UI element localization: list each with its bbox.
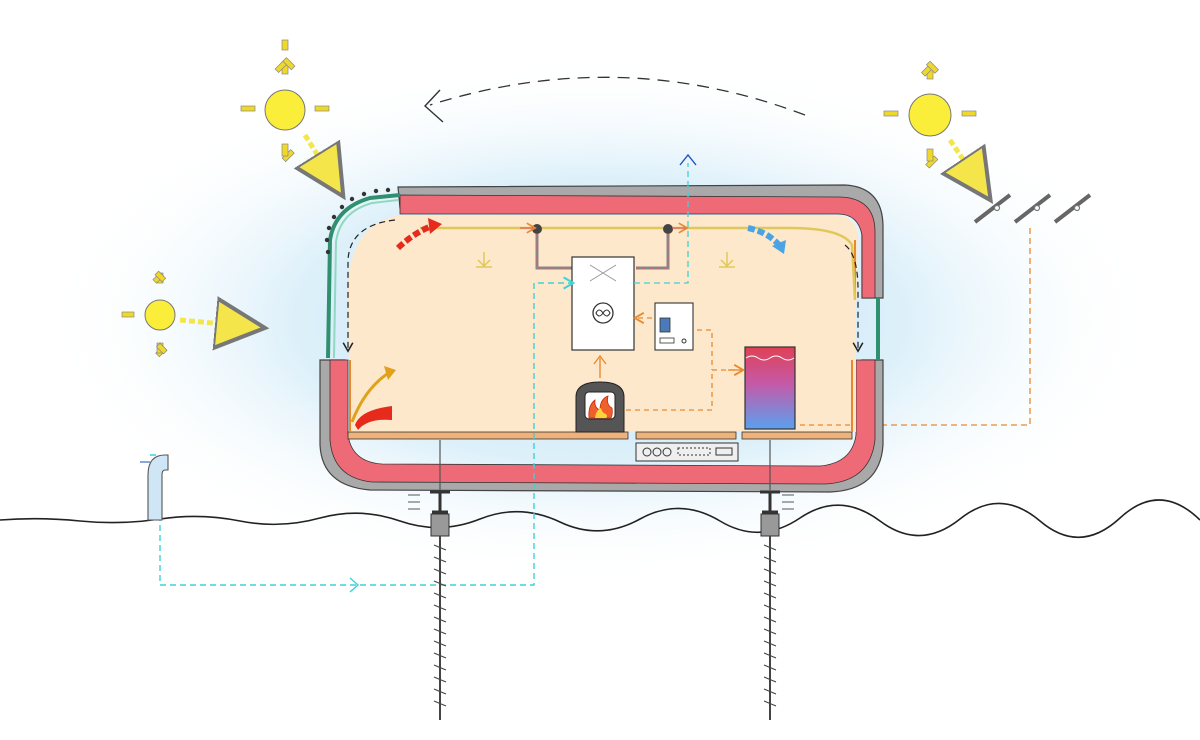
boiler-icon bbox=[655, 303, 693, 350]
water-tank bbox=[745, 347, 795, 429]
floor-board-mid bbox=[636, 432, 736, 439]
fan-icon bbox=[593, 303, 613, 323]
control-panel bbox=[636, 443, 738, 461]
floor-board-left bbox=[348, 432, 628, 439]
floor-board-right bbox=[742, 432, 852, 439]
